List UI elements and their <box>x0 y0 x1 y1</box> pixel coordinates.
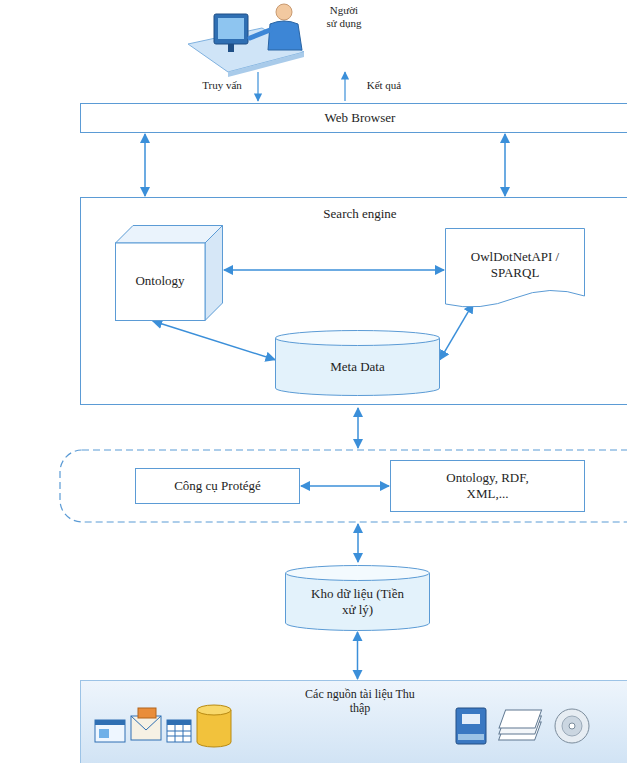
node-text: OwlDotNetAPI / SPARQL <box>459 249 571 280</box>
tool-box: Công cụ Protégé <box>135 468 300 504</box>
browser-box: Web Browser <box>80 103 627 133</box>
sources-band: Các nguồn tài liệu Thu thập <box>80 680 627 763</box>
search-engine-box: Search engineOntology OwlDotNetAPI / SPAR… <box>80 197 627 405</box>
connector-arrow <box>144 134 146 196</box>
link-arrow <box>357 524 359 562</box>
user-icon <box>188 4 304 77</box>
tool-group-outline <box>60 450 627 522</box>
node-text: Web Browser <box>325 110 396 126</box>
node-text: Kho dữ liệu (Tiền xử lý) <box>308 586 408 617</box>
format-box: Ontology, RDF, XML,... <box>390 460 585 512</box>
connector-arrow <box>440 304 473 360</box>
source-icons <box>95 705 589 747</box>
cylinder-body <box>276 338 440 396</box>
free-label: Người sử dụng <box>324 4 364 30</box>
node-text: Ontology, RDF, XML,... <box>435 470 540 501</box>
link-arrow <box>357 408 359 448</box>
node-text: Meta Data <box>330 359 385 375</box>
connector-arrow <box>153 321 275 360</box>
node-text: Các nguồn tài liệu Thu thập <box>298 687 423 716</box>
connector-arrow <box>357 632 359 679</box>
cube-side <box>205 226 223 321</box>
ontology-cube: Ontology <box>115 225 223 321</box>
free-label: Kết quả <box>352 79 416 92</box>
node-text: Ontology <box>135 273 184 289</box>
connector-arrow <box>504 134 506 196</box>
cylinder-body <box>286 573 430 631</box>
cube-outline <box>115 225 223 321</box>
cylinder-top <box>276 331 440 346</box>
store-cylinder: Kho dữ liệu (Tiền xử lý) <box>285 565 430 631</box>
cube-front <box>116 243 206 321</box>
document-outline <box>446 229 585 307</box>
node-text: Search engine <box>323 206 396 222</box>
connector-arrow <box>224 269 444 271</box>
api-document: OwlDotNetAPI / SPARQL <box>445 228 585 312</box>
sources-band-fill <box>80 680 627 763</box>
node-text: Công cụ Protégé <box>174 478 261 494</box>
free-label: Truy vấn <box>190 79 254 92</box>
result-arrow <box>344 72 345 101</box>
connector-arrow <box>301 485 389 487</box>
metadata-cylinder: Meta Data <box>275 330 440 396</box>
cylinder-top <box>286 566 430 581</box>
query-arrow <box>257 72 258 101</box>
cube-top <box>116 226 223 244</box>
